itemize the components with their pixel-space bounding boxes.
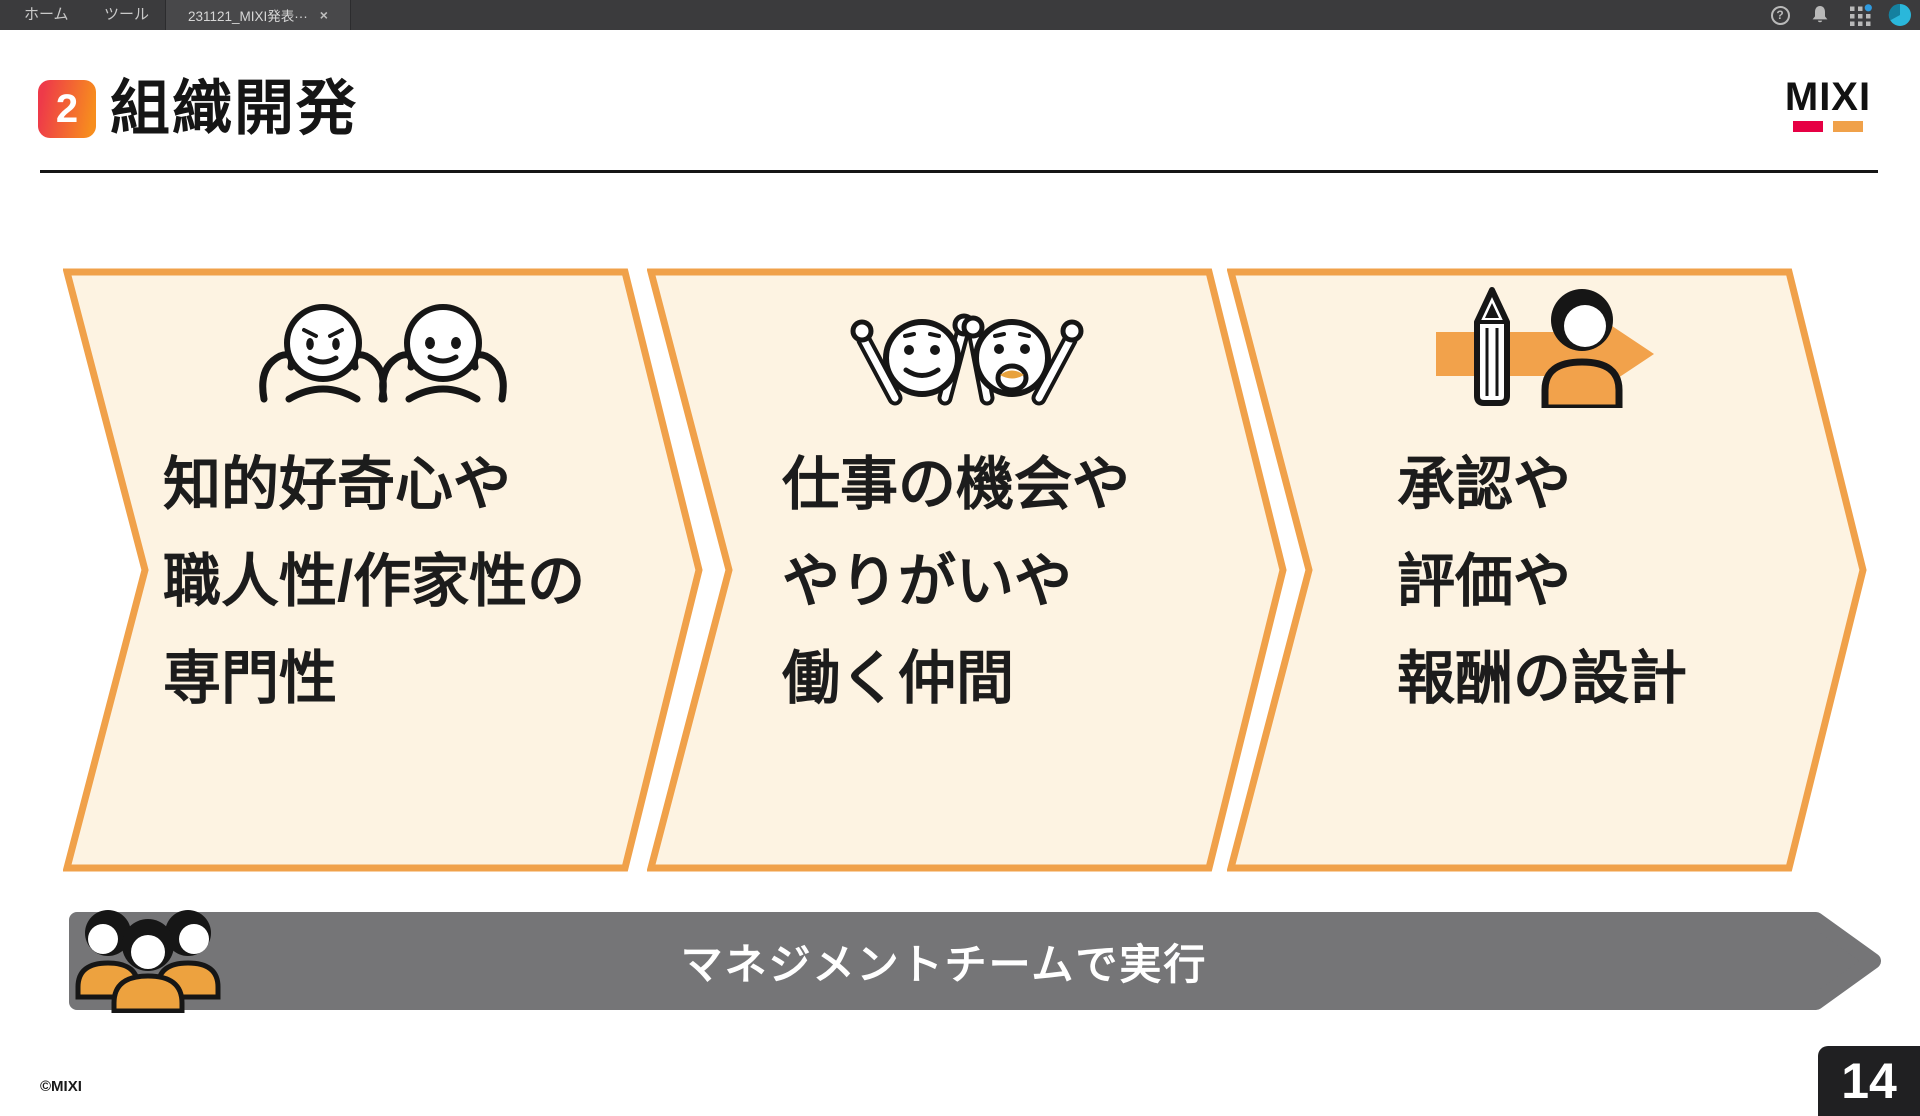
apps-grid-glyph [1850,4,1872,26]
document-tab-title: 231121_MIXI発表··· [188,9,308,24]
document-tab[interactable]: 231121_MIXI発表··· × [165,0,351,30]
mixi-logo: MIXI [1776,76,1880,132]
step-1-content: 知的好奇心や 職人性/作家性の 専門性 [63,268,703,872]
step-1-line-3: 専門性 [163,646,338,711]
app-toolbar: ホーム ツール 231121_MIXI発表··· × ? [0,0,1920,30]
step-2-line-3: 働く仲間 [782,646,1015,711]
chevron-shape [647,268,1287,872]
step-box-2: 仕事の機会や やりがいや 働く仲間 [647,268,1287,872]
page-title: 組織開発 [110,75,358,142]
step-1-line-2: 職人性/作家性の [163,549,586,614]
step-3-line-3: 報酬の設計 [1397,646,1688,711]
step-1-text: 知的好奇心や 職人性/作家性の 専門性 [63,436,703,727]
toolbar-right-icons: ? [1760,0,1920,30]
notifications-bell-icon[interactable] [1800,0,1840,30]
step-2-line-1: 仕事の機会や [782,452,1131,517]
chevron-shape [63,268,703,872]
step-2-line-2: やりがいや [782,549,1073,614]
bell-glyph [1812,6,1828,23]
help-question-glyph: ? [1770,5,1790,25]
help-icon[interactable]: ? [1760,0,1800,30]
banner-label: マネジメントチームで実行 [680,940,1208,988]
two-people-flexing-icon [259,304,507,403]
section-number-badge: 2 [38,80,96,138]
menu-tools[interactable]: ツール [104,6,150,23]
mixi-logo-bars [1793,121,1863,132]
step-2-content: 仕事の機会や やりがいや 働く仲間 [647,268,1287,872]
two-people-cheering-icon [850,313,1084,406]
pencil-person-arrow-icon [1436,287,1654,408]
step-2-text: 仕事の機会や やりがいや 働く仲間 [647,436,1287,727]
account-avatar[interactable] [1880,0,1920,30]
step-3-line-2: 評価や [1397,549,1572,614]
header-divider [40,170,1878,173]
step-1-line-1: 知的好奇心や [163,452,512,517]
step-3-text: 承認や 評価や 報酬の設計 [1227,436,1867,727]
page-number-badge: 14 [1818,1046,1920,1116]
logo-red-bar [1793,121,1823,132]
apps-grid-icon[interactable] [1840,0,1880,30]
execution-banner: マネジメントチームで実行 [68,910,1884,1013]
mixi-logo-text: MIXI [1784,75,1872,119]
step-3-line-1: 承認や [1397,452,1572,517]
avatar-glyph [1888,3,1911,26]
step-3-content: 承認や 評価や 報酬の設計 [1227,268,1867,872]
chevron-shape [1227,268,1867,872]
three-people-icon [75,910,221,1013]
logo-orange-bar [1833,121,1863,132]
step-box-3: 承認や 評価や 報酬の設計 [1227,268,1867,872]
tab-close-icon[interactable]: × [319,7,328,23]
copyright-label: ©MIXI [40,1078,82,1095]
step-box-1: 知的好奇心や 職人性/作家性の 専門性 [63,268,703,872]
menu-home[interactable]: ホーム [24,6,69,23]
